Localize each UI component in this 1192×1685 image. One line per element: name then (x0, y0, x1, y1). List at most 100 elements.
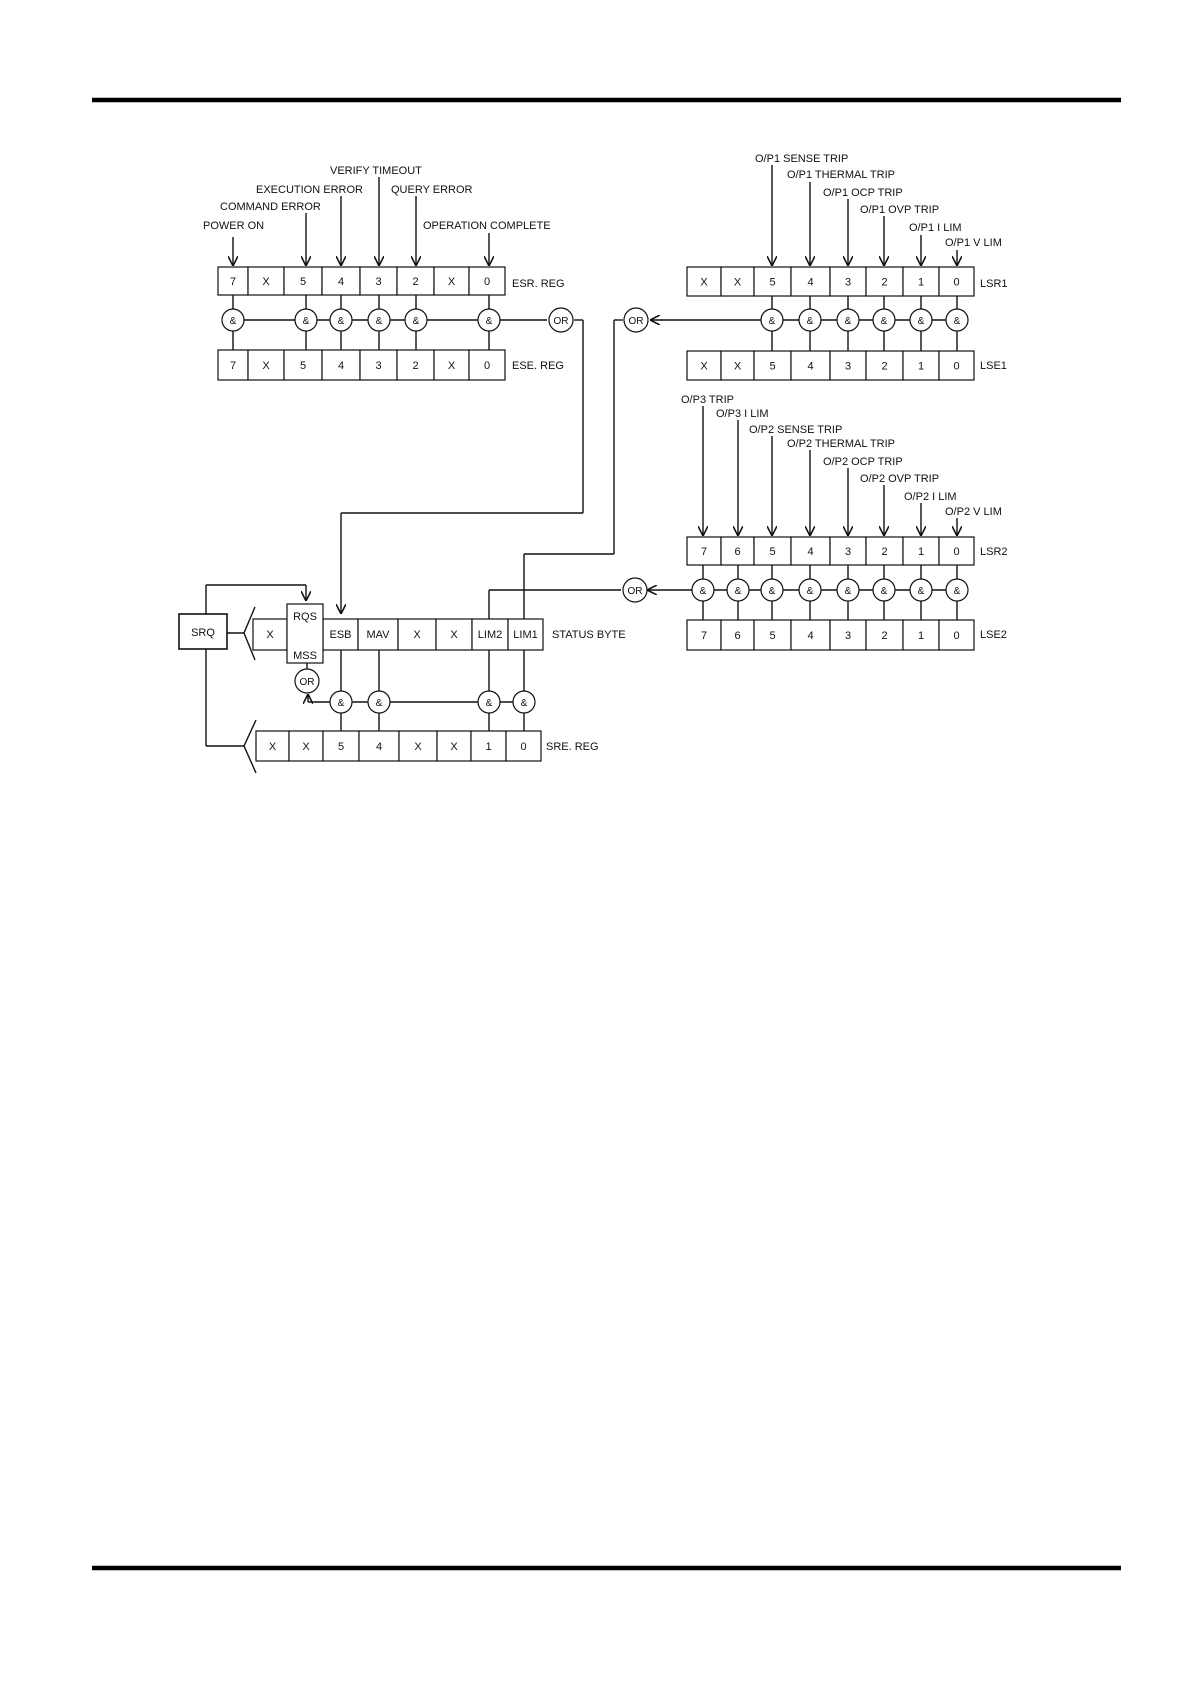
svg-text:OR: OR (554, 316, 569, 327)
ese-bit-5: 5 (300, 360, 306, 372)
lse1-register-label: LSE1 (980, 360, 1007, 372)
lsr1-bit-7: X (700, 277, 708, 289)
lsr1-bit-1: 1 (918, 277, 924, 289)
lsr1-cell (829, 266, 867, 297)
svg-text:&: & (807, 316, 814, 327)
lse2-bit-2: 2 (881, 630, 887, 642)
sre-bit-4: 4 (376, 741, 382, 753)
svg-text:&: & (918, 586, 925, 597)
lse1-cell (829, 350, 867, 381)
svg-text:&: & (303, 316, 310, 327)
svg-text:&: & (918, 316, 925, 327)
and-gate-lsr2: & (691, 578, 715, 602)
and-gate-sre: & (512, 690, 536, 714)
and-gate-sre: & (367, 690, 391, 714)
and-gate-sre: & (477, 690, 501, 714)
svg-text:&: & (376, 698, 383, 709)
lsr1-cell (790, 266, 831, 297)
ese-bit-3: 3 (375, 360, 381, 372)
lsr2-bit-0: 0 (953, 546, 959, 558)
ese-cell (283, 349, 323, 381)
status-byte-bit-1: LIM2 (478, 629, 502, 641)
label-command-error: COMMAND ERROR (220, 201, 321, 213)
svg-text:&: & (881, 586, 888, 597)
svg-text:&: & (735, 586, 742, 597)
or-gate-lsr2: OR (622, 577, 648, 603)
ese-cell (468, 349, 506, 381)
and-gate-lsr2: & (909, 578, 933, 602)
label-op2-ocp-trip: O/P2 OCP TRIP (823, 456, 903, 468)
ese-cell (321, 349, 361, 381)
status-byte-bit-3: X (413, 629, 421, 641)
esr-bit-5: 5 (300, 276, 306, 288)
lse1-bit-0: 0 (953, 361, 959, 373)
and-gate-lsr2: & (872, 578, 896, 602)
status-byte-bit-5: ESB (329, 629, 351, 641)
lsr2-bit-6: 6 (734, 546, 740, 558)
status-byte-bit-2: X (450, 629, 458, 641)
lse2-cell (686, 619, 722, 651)
and-gate-esr: & (404, 308, 428, 332)
srq-box (178, 613, 228, 650)
esr-cell (396, 266, 435, 296)
label-execution-error: EXECUTION ERROR (256, 184, 363, 196)
lse2-bit-6: 6 (734, 630, 740, 642)
esr-bit-0: 0 (484, 276, 490, 288)
sre-bit-1: 1 (485, 741, 491, 753)
sre-cell (322, 730, 360, 762)
ese-cell (433, 349, 470, 381)
svg-text:OR: OR (628, 586, 643, 597)
label-op1-sense-trip: O/P1 SENSE TRIP (755, 153, 848, 165)
label-op2-sense-trip: O/P2 SENSE TRIP (749, 424, 842, 436)
sre-cell (255, 730, 290, 762)
svg-text:&: & (376, 316, 383, 327)
svg-text:&: & (881, 316, 888, 327)
label-op2-ovp-trip: O/P2 OVP TRIP (860, 473, 939, 485)
lse2-bit-3: 3 (845, 630, 851, 642)
lsr1-cell (938, 266, 975, 297)
ese-bit-7: 7 (230, 360, 236, 372)
sre-bit-2: X (450, 741, 458, 753)
ese-register-label: ESE. REG (512, 360, 564, 372)
sre-cell (398, 730, 438, 762)
esr-cell (433, 266, 470, 296)
label-op2-i-lim: O/P2 I LIM (904, 491, 957, 503)
lse2-register-label: LSE2 (980, 629, 1007, 641)
label-op1-v-lim: O/P1 V LIM (945, 237, 1002, 249)
lse2-cell (865, 619, 904, 651)
lse2-cell (902, 619, 940, 651)
lse2-bit-4: 4 (807, 630, 813, 642)
or-gate-esr: OR (548, 307, 574, 333)
or-gate-lsr1: OR (623, 307, 649, 333)
ese-cell (217, 349, 249, 381)
lsr2-register-label: LSR2 (980, 546, 1008, 558)
esr-bit-2: 2 (412, 276, 418, 288)
lse1-cell (720, 350, 755, 381)
mss-label: MSS (293, 650, 317, 662)
ese-bit-1: X (448, 360, 456, 372)
ese-cell (247, 349, 285, 381)
rqs-label: RQS (293, 611, 317, 623)
label-op3-trip: O/P3 TRIP (681, 394, 734, 406)
sre-cell (358, 730, 400, 762)
and-gate-esr: & (221, 308, 245, 332)
sre-register-label: SRE. REG (546, 741, 599, 753)
esr-bit-3: 3 (375, 276, 381, 288)
lse2-bit-5: 5 (769, 630, 775, 642)
lse1-bit-3: 3 (845, 361, 851, 373)
lse2-bit-7: 7 (701, 630, 707, 642)
status-byte-label: STATUS BYTE (552, 629, 626, 641)
esr-bit-6: X (262, 276, 270, 288)
lsr1-bit-5: 5 (769, 277, 775, 289)
logic-gates: &&&&&&&&&&&&&&&&&&&&&&&& (221, 308, 969, 714)
lsr2-cell (938, 536, 975, 566)
label-op1-thermal-trip: O/P1 THERMAL TRIP (787, 169, 895, 181)
esr-cell (468, 266, 506, 296)
lse1-cell (902, 350, 940, 381)
lse2-bit-0: 0 (953, 630, 959, 642)
and-gate-lsr2: & (726, 578, 750, 602)
and-gate-esr: & (294, 308, 318, 332)
